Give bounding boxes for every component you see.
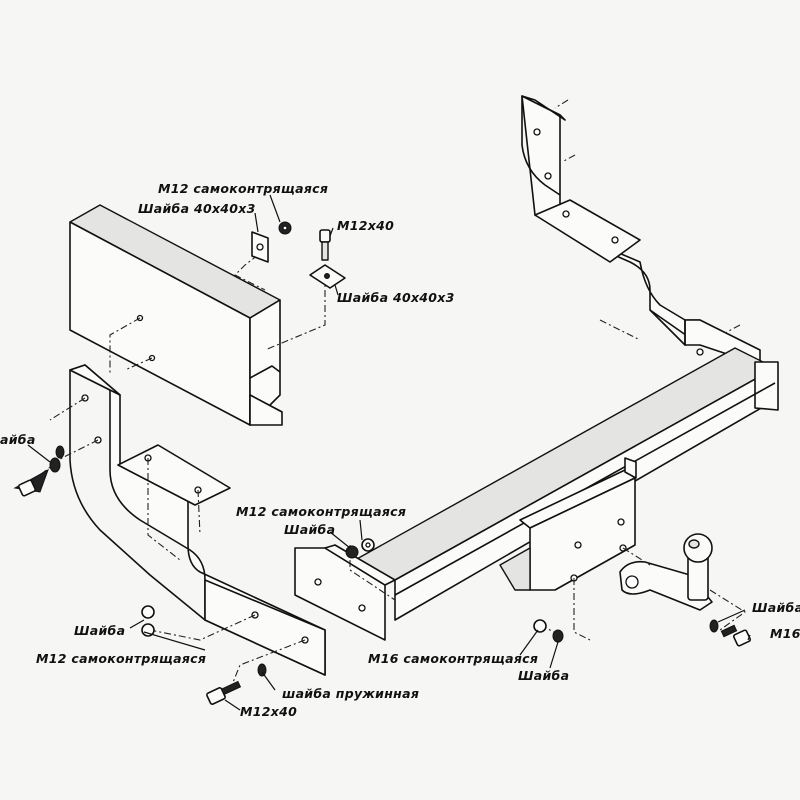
mid-nut-assembly: [345, 538, 375, 559]
right-mounting-bracket: [521, 95, 761, 366]
label-washer-left: айба: [0, 432, 36, 447]
label-m12-selflock-top: M12 самоконтрящаяся: [158, 181, 328, 196]
bolt-m12x40-top: [319, 229, 331, 261]
washer-plate-right-of-top: [309, 264, 346, 289]
washer-plate-top: [251, 221, 292, 263]
callout-labels: M12 самоконтрящаяся Шайба 40x40x3 M12x40…: [0, 181, 800, 719]
label-bolt-m16-right: M16: [770, 626, 800, 641]
assembly-guide-lines: [39, 99, 746, 691]
label-washer-bottom-left: Шайба: [74, 623, 125, 638]
left-bolt-assembly: [13, 445, 65, 497]
label-m16-selflock: M16 самоконтрящаяся: [368, 651, 538, 666]
label-washer-40-top: Шайба 40x40x3: [138, 201, 256, 216]
label-washer-40-right: Шайба 40x40x3: [337, 290, 455, 305]
label-washer-right-edge: Шайба: [752, 600, 800, 615]
leader-lines: [27, 194, 751, 711]
label-m12-selflock-bottom: M12 самоконтрящаяся: [36, 651, 206, 666]
label-m12-selflock-mid: M12 самоконтрящаяся: [236, 504, 406, 519]
label-washer-bottom-right: Шайба: [518, 668, 569, 683]
label-spring-washer: шайба пружинная: [282, 686, 419, 701]
left-mounting-bracket: [69, 314, 326, 676]
label-bolt-m12x40-bottom: M12x40: [240, 704, 297, 719]
label-washer-mid: Шайба: [284, 522, 335, 537]
vehicle-frame-block: [69, 204, 283, 426]
tow-ball: [619, 533, 713, 611]
label-bolt-m12x40-top: M12x40: [337, 218, 394, 233]
hitch-mount-plate: [499, 457, 637, 591]
bottom-right-hardware: [533, 619, 752, 647]
bottom-left-hardware: [141, 605, 267, 705]
